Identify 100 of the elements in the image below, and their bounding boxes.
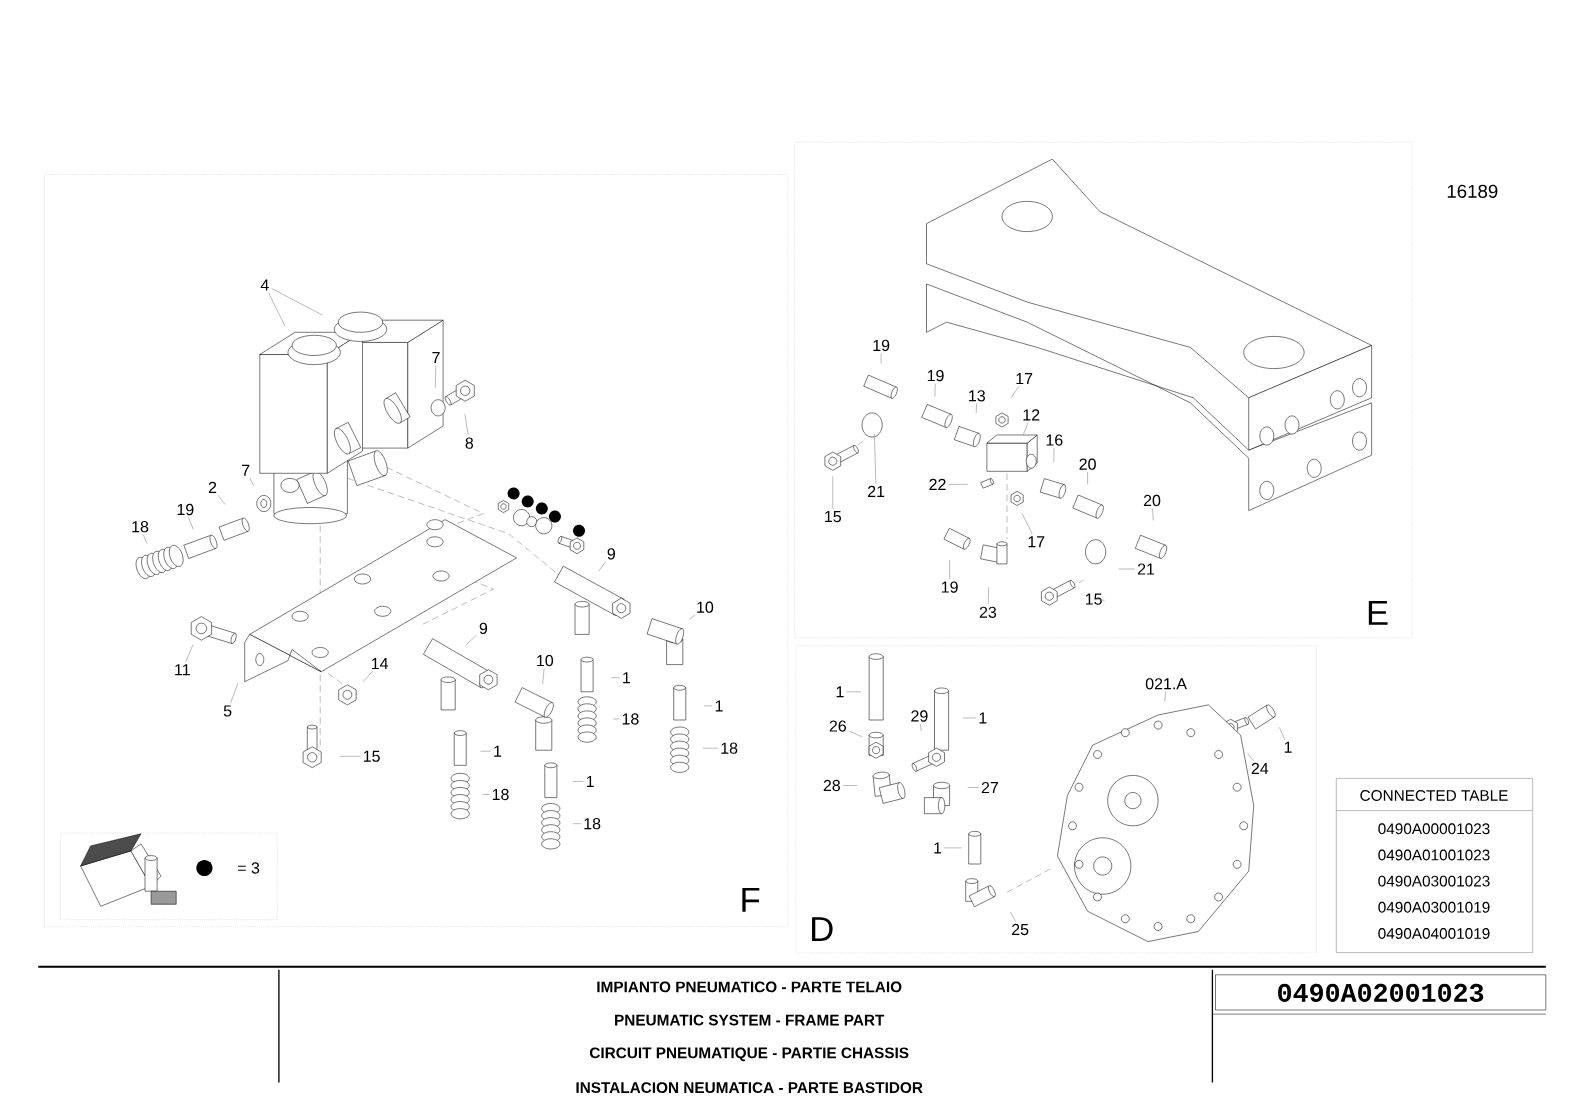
leader-line [967, 787, 980, 788]
callout-number: 1 [623, 672, 631, 684]
callout-number: 7 [242, 464, 250, 476]
callout-number: 11 [175, 664, 190, 676]
leader-line [1278, 726, 1285, 740]
callout-number: 19 [873, 339, 890, 352]
callout-number: 24 [1251, 762, 1269, 774]
table-cell: 0490A01001023 [1378, 849, 1490, 861]
callout-number: 12 [1023, 409, 1040, 421]
callout-number: 27 [981, 781, 998, 794]
callout-number: 18 [721, 742, 738, 754]
leader-line [610, 677, 621, 679]
callout-number: 19 [927, 369, 944, 382]
leader-line [689, 614, 696, 620]
callout-number: 1 [586, 775, 594, 787]
leader-line [1094, 598, 1106, 601]
table-cell: 0490A03001023 [1378, 875, 1490, 887]
callout-number: 19 [177, 503, 194, 516]
callout-number: 8 [465, 437, 474, 449]
quantity-note: = 3 [238, 862, 260, 874]
callout-number: 1 [1284, 741, 1292, 753]
callout-number: 15 [1085, 593, 1102, 605]
leader-line [1021, 513, 1033, 535]
callout-number: 28 [823, 779, 840, 792]
callout-number: 26 [829, 720, 846, 732]
leader-line [987, 586, 989, 605]
callout-number: 19 [941, 581, 958, 593]
callout-number: 9 [607, 548, 615, 560]
callout-number: 5 [223, 705, 232, 717]
leader-line [1010, 911, 1017, 922]
leader-line [874, 433, 877, 484]
leader-line [339, 755, 361, 757]
leader-line [572, 823, 582, 825]
leader-line [188, 517, 194, 530]
leader-line [142, 534, 148, 544]
leader-line [846, 691, 862, 693]
callout-number: 1 [836, 686, 844, 698]
callout-number: 4 [260, 279, 269, 291]
callout-number: 17 [1028, 536, 1045, 548]
table-header: CONNECTED TABLE [1360, 790, 1508, 801]
panel-letter: D [812, 917, 833, 941]
leader-line [702, 747, 719, 749]
leader-line [1053, 447, 1055, 463]
callout-number: 20 [1079, 458, 1096, 470]
callout-number: 17 [1016, 373, 1033, 385]
drawing-number: 16189 [1447, 184, 1498, 198]
callout-number: 18 [584, 818, 601, 830]
callout-number: 22 [929, 478, 946, 490]
callout-number: 25 [1012, 923, 1029, 936]
callout-number: 21 [1137, 563, 1155, 575]
leader-line [362, 671, 373, 683]
callout-number: 1 [715, 700, 723, 712]
leader-line [1022, 422, 1029, 436]
leader-line [880, 353, 882, 364]
leader-line [542, 668, 545, 685]
leader-line [434, 364, 437, 389]
callout-number: 20 [1143, 494, 1161, 507]
callout-number: 7 [432, 352, 440, 363]
leader-line [217, 494, 226, 505]
callout-number: 1 [494, 745, 502, 757]
panel-letter: E [1368, 600, 1388, 625]
callout-number: 10 [697, 601, 714, 613]
callout-number: 29 [911, 710, 928, 722]
leader-line [703, 705, 713, 707]
callout-number: 1 [934, 842, 942, 854]
callout-number: 14 [371, 658, 389, 670]
leader-line [848, 730, 863, 738]
callout-number: 16 [1046, 434, 1063, 446]
leader-line [1164, 691, 1166, 702]
callout-number: 18 [622, 713, 639, 725]
leader-line [842, 785, 858, 786]
leader-line [1152, 508, 1154, 521]
callout-number: 15 [825, 511, 841, 523]
table-cell: 0490A00001023 [1378, 823, 1490, 835]
callout-number: 15 [363, 750, 380, 762]
callout-number: 2 [208, 481, 217, 493]
callout-number: 1 [979, 712, 987, 724]
leader-line [934, 383, 936, 398]
callout-number: 13 [969, 390, 985, 402]
callout-number: 18 [132, 521, 149, 533]
leader-line [949, 559, 950, 580]
leader-line [962, 717, 977, 719]
leader-line [249, 477, 255, 486]
table-cell: 0490A04001019 [1378, 928, 1490, 939]
callout-number: 9 [479, 622, 488, 635]
title-text: IMPIANTO PNEUMATICO - PARTE TELAIO [597, 981, 902, 993]
leader-line [1087, 471, 1088, 485]
leader-line [1247, 753, 1254, 761]
leader-line [948, 484, 969, 485]
title-text: INSTALACION NEUMATICA - PARTE BASTIDOR [576, 1082, 923, 1093]
leader-line [464, 413, 469, 436]
leader-line [1010, 386, 1020, 399]
leader-line [975, 403, 977, 414]
drawing-code: 0490A02001023 [1215, 974, 1547, 1011]
leader-line [185, 644, 194, 663]
leader-line [230, 682, 239, 704]
leader-line [943, 847, 963, 849]
panel-letter: F [742, 887, 760, 912]
leader-line [482, 794, 490, 795]
title-text: PNEUMATIC SYSTEM - FRAME PART [615, 1014, 885, 1026]
